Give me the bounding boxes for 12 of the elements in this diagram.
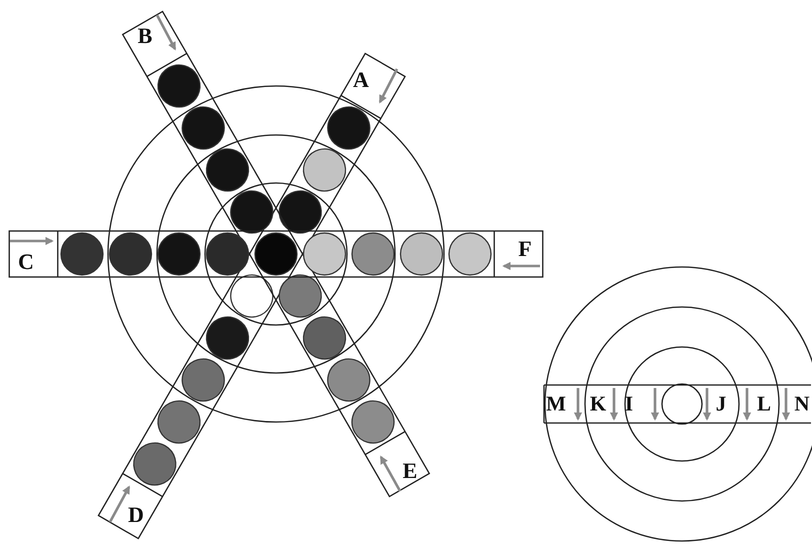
letter-label: F bbox=[518, 238, 532, 260]
letter-label: J bbox=[716, 394, 726, 414]
letter-label: N bbox=[794, 394, 810, 414]
letter-label: M bbox=[546, 394, 566, 414]
letter-label: I bbox=[624, 394, 634, 414]
letter-label: C bbox=[18, 251, 34, 273]
letter-label: A bbox=[353, 69, 369, 91]
letter-label: D bbox=[128, 504, 144, 526]
letter-label: K bbox=[590, 394, 606, 414]
letter-label: E bbox=[402, 460, 418, 482]
letter-label: B bbox=[138, 25, 152, 47]
letter-label: L bbox=[757, 394, 771, 414]
